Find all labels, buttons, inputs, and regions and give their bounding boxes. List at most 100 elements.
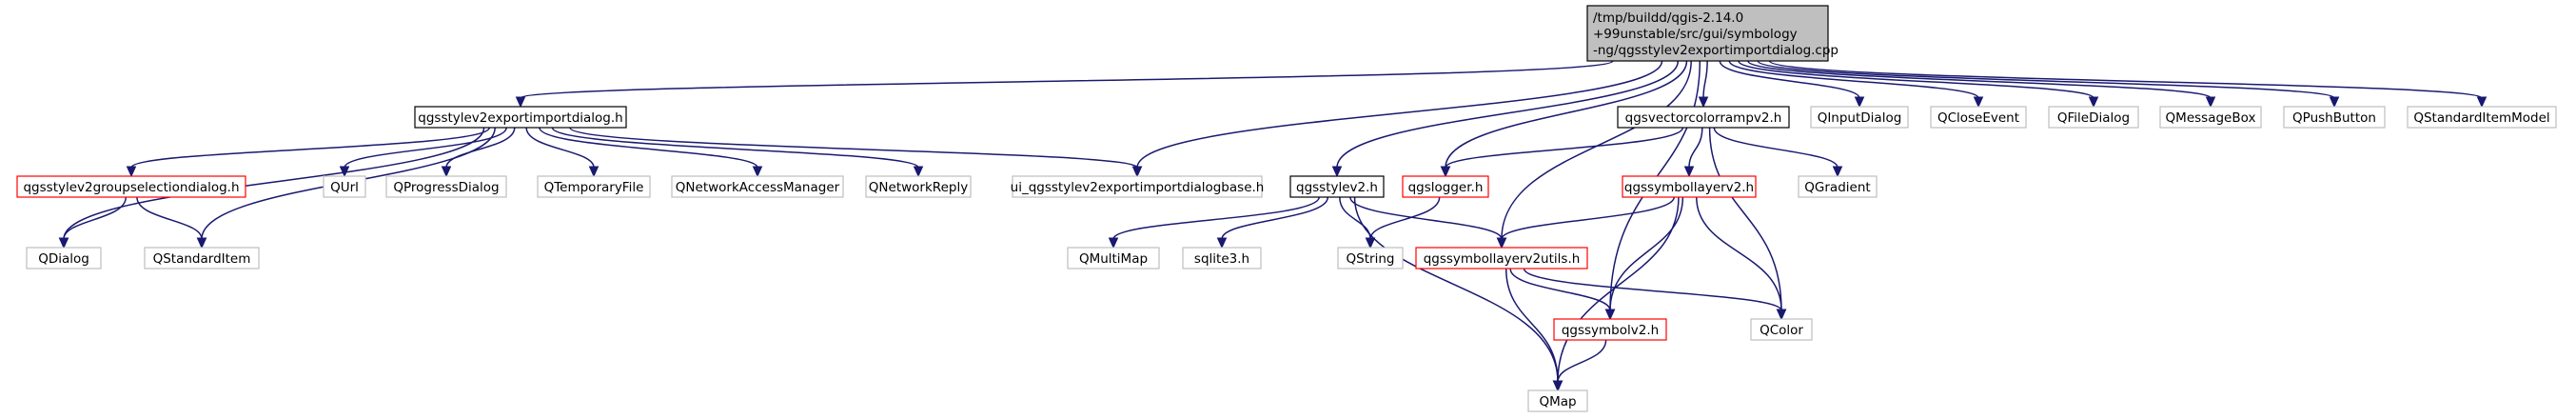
edge-h-dialog-to-h-groupsel	[126, 127, 491, 178]
edge-root-to-qpush-button	[1757, 60, 2340, 109]
edge-h-groupsel-to-qstandard-item	[136, 196, 207, 249]
node-qcolor: QColor	[1750, 318, 1813, 341]
edge-h-dialog-to-qprogress-dialog	[441, 127, 516, 178]
edge-root-to-qclose-event	[1728, 60, 1984, 109]
node-box	[26, 247, 102, 269]
node-label: qgsstylev2.h	[1296, 180, 1378, 195]
node-label: qgsvectorcolorrampv2.h	[1625, 110, 1782, 126]
node-h-groupsel: qgsstylev2groupselectiondialog.h	[16, 175, 246, 198]
node-box	[1067, 247, 1160, 269]
edge-h-style-to-qmulti-map	[1108, 196, 1320, 249]
node-label: /tmp/buildd/qgis-2.14.0	[1593, 10, 1743, 26]
node-box	[1415, 247, 1588, 269]
node-qnetwork-access-manager: QNetworkAccessManager	[671, 175, 844, 198]
edge-h-groupsel-to-qdialog	[58, 196, 128, 249]
node-h-style: qgsstylev2.h	[1289, 175, 1385, 198]
node-box	[2159, 106, 2262, 129]
node-box	[1289, 175, 1385, 198]
node-h-dialog: qgsstylev2exportimportdialog.h	[414, 106, 627, 129]
edge-h-style-to-sqlite3	[1216, 196, 1329, 249]
node-label: qgssymbolv2.h	[1562, 323, 1659, 338]
node-qmessage-box: QMessageBox	[2159, 106, 2262, 129]
node-root: /tmp/buildd/qgis-2.14.0+99unstable/src/g…	[1586, 5, 1839, 62]
node-box	[144, 247, 260, 269]
node-label: QStandardItem	[153, 251, 251, 267]
node-h-logger: qgslogger.h	[1402, 175, 1489, 198]
node-label: QUrl	[330, 180, 359, 195]
node-box	[1182, 247, 1262, 269]
node-label: QMessageBox	[2166, 110, 2256, 126]
edges-layer	[58, 60, 2488, 392]
edge-h-colorramp-to-qcolor	[1708, 127, 1787, 321]
node-label: QCloseEvent	[1937, 110, 2019, 126]
edge-h-symlayer-to-h-symutils	[1496, 196, 1675, 249]
node-box	[1337, 247, 1404, 269]
node-qstandard-item: QStandardItem	[144, 247, 260, 269]
node-label: QMap	[1539, 394, 1576, 409]
node-qmap: QMap	[1527, 389, 1588, 412]
edge-h-symutils-to-qcolor	[1523, 268, 1787, 321]
node-qfile-dialog: QFileDialog	[2048, 106, 2139, 129]
node-label: QColor	[1760, 323, 1803, 338]
edge-root-to-qinput-dialog	[1719, 60, 1865, 109]
node-box	[1527, 389, 1588, 412]
node-label: QTemporaryFile	[544, 180, 644, 195]
edge-h-colorramp-to-qgradient	[1713, 127, 1843, 178]
node-qprogress-dialog: QProgressDialog	[385, 175, 507, 198]
node-qpush-button: QPushButton	[2283, 106, 2386, 129]
node-qinput-dialog: QInputDialog	[1810, 106, 1909, 129]
node-qmulti-map: QMultiMap	[1067, 247, 1160, 269]
node-box	[2283, 106, 2386, 129]
node-label: QPushButton	[2292, 110, 2376, 126]
node-box	[671, 175, 844, 198]
node-h-colorramp: qgsvectorcolorrampv2.h	[1617, 106, 1790, 129]
node-h-symbol: qgssymbolv2.h	[1553, 318, 1667, 341]
node-h-ui: ui_qgsstylev2exportimportdialogbase.h	[1011, 175, 1264, 198]
edge-h-colorramp-to-h-symlayer	[1683, 127, 1703, 178]
node-box	[1553, 318, 1667, 341]
node-qtemporary-file: QTemporaryFile	[537, 175, 651, 198]
node-h-symlayer: qgssymbollayerv2.h	[1622, 175, 1757, 198]
node-qclose-event: QCloseEvent	[1930, 106, 2027, 129]
node-box	[1930, 106, 2027, 129]
edge-h-colorramp-to-h-logger	[1440, 127, 1684, 178]
node-qgradient: QGradient	[1798, 175, 1878, 198]
node-box	[1798, 175, 1878, 198]
node-label: qgssymbollayerv2utils.h	[1424, 251, 1581, 267]
node-label: -ng/qgsstylev2exportimportdialog.cpp	[1593, 43, 1839, 58]
node-box	[1750, 318, 1813, 341]
node-box	[1402, 175, 1489, 198]
node-qdialog: QDialog	[26, 247, 102, 269]
edge-h-dialog-to-qnetwork-reply	[551, 127, 924, 178]
node-sqlite3: sqlite3.h	[1182, 247, 1262, 269]
node-box	[16, 175, 246, 198]
node-box	[414, 106, 627, 129]
edge-h-dialog-to-qurl	[339, 127, 507, 178]
node-label: qgsstylev2exportimportdialog.h	[418, 110, 622, 126]
node-qstandard-item-model: QStandardItemModel	[2407, 106, 2557, 129]
node-label: QMultiMap	[1079, 251, 1148, 267]
node-label: QStandardItemModel	[2413, 110, 2549, 126]
node-box	[1586, 5, 1829, 62]
edge-h-logger-to-qstring	[1365, 196, 1441, 249]
node-label: QDialog	[38, 251, 89, 267]
edge-root-to-h-colorramp	[1698, 60, 1709, 109]
node-box	[2407, 106, 2557, 129]
edge-h-dialog-to-qtemporary-file	[525, 127, 600, 178]
node-label: +99unstable/src/gui/symbology	[1593, 27, 1798, 42]
edge-h-symutils-to-h-symbol	[1509, 268, 1616, 321]
node-label: QInputDialog	[1818, 110, 1902, 126]
node-box	[537, 175, 651, 198]
node-label: QString	[1347, 251, 1395, 267]
edge-root-to-qmessage-box	[1747, 60, 2216, 109]
edge-h-dialog-to-qnetwork-access-manager	[539, 127, 763, 178]
edge-root-to-h-style	[1331, 60, 1680, 178]
nodes-layer: /tmp/buildd/qgis-2.14.0+99unstable/src/g…	[16, 5, 2557, 412]
node-label: qgsstylev2groupselectiondialog.h	[23, 180, 239, 195]
node-label: sqlite3.h	[1194, 251, 1249, 267]
node-label: QProgressDialog	[393, 180, 499, 195]
node-box	[865, 175, 972, 198]
node-box	[1012, 175, 1263, 198]
edge-root-to-qfile-dialog	[1738, 60, 2099, 109]
